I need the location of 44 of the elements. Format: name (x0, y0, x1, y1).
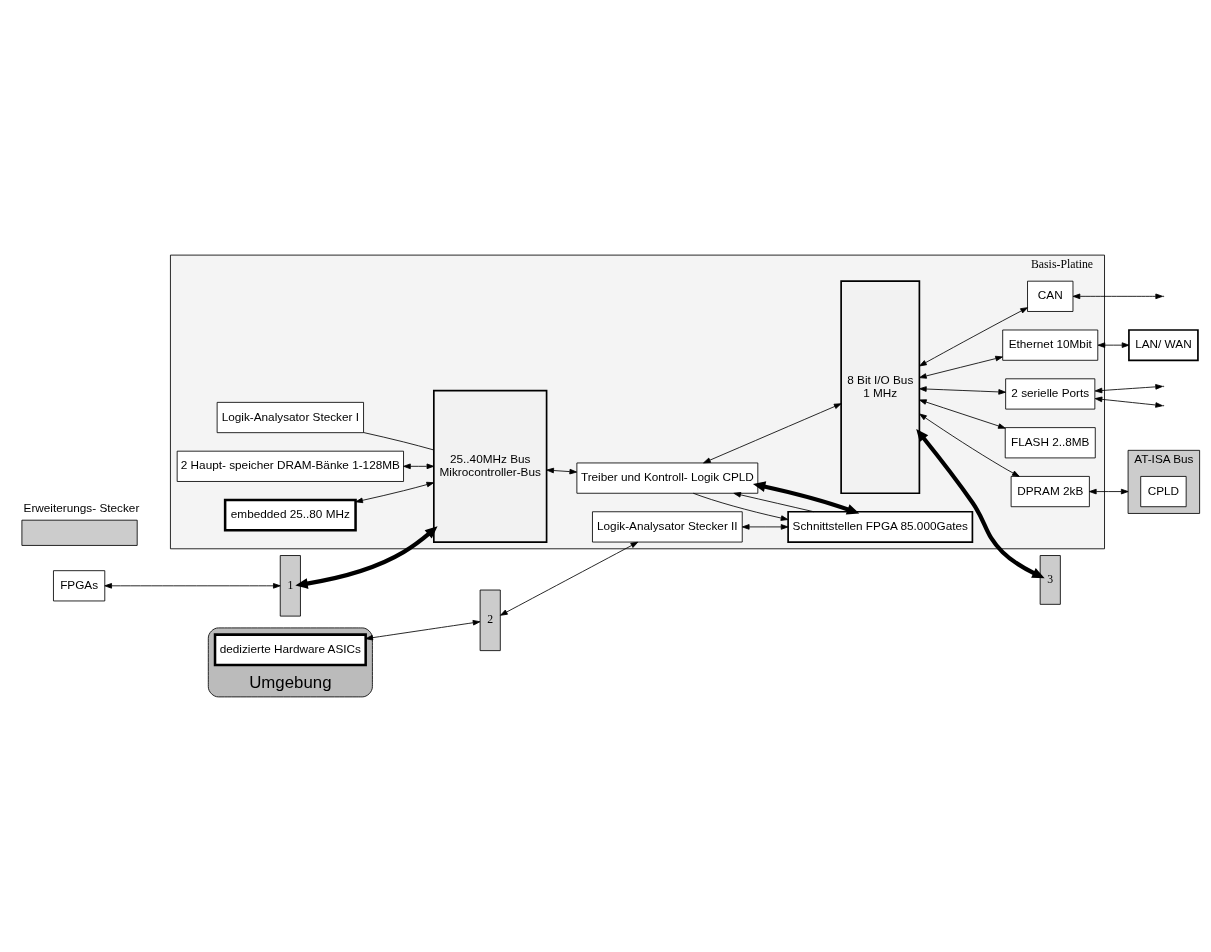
node-box: 2 serielle Ports (1005, 378, 1096, 410)
node-box: Schnittstellen FPGA 85.000Gates (787, 510, 974, 543)
arrow (1089, 488, 1129, 495)
node-box: Logik-Analysator Stecker II (592, 511, 743, 543)
arrow (919, 413, 1020, 477)
arrow (365, 619, 481, 641)
node-box: 3 (1039, 555, 1061, 605)
arrow (752, 481, 860, 515)
node-box: LAN/ WAN (1128, 329, 1199, 362)
node-box: FPGAs (53, 570, 106, 602)
node-box: Treiber und Kontroll- Logik CPLD (576, 462, 759, 494)
node-box: 2 Haupt- speicher DRAM-Bänke 1-128MB (176, 450, 404, 482)
connector (363, 432, 435, 451)
arrow (919, 355, 1003, 379)
arrow (1072, 293, 1163, 300)
node-box: 1 (279, 555, 301, 617)
arrow (703, 403, 842, 464)
arrow (1097, 342, 1130, 348)
node-box: FLASH 2..8MB (1004, 427, 1096, 459)
legend-label: Erweiterungs- Stecker (23, 500, 140, 514)
arrow (916, 428, 1045, 579)
arrow (295, 526, 438, 589)
arrow (741, 524, 789, 530)
arrow (919, 307, 1028, 367)
node-box: CAN (1027, 280, 1074, 312)
arrow (403, 463, 435, 470)
arrow (355, 481, 435, 504)
node-box: 8 Bit I/O Bus 1 MHz (840, 280, 921, 495)
node-box: Logik-Analysator Stecker I (216, 401, 364, 434)
node-box: CPLD (1140, 476, 1187, 508)
node-box: dedizierte Hardware ASICs (213, 633, 367, 667)
node-box: 2 (479, 589, 501, 652)
node-box: embedded 25..80 MHz (223, 498, 357, 532)
arrow (500, 541, 639, 616)
node-box: Ethernet 10Mbit (1002, 329, 1099, 361)
arrow (1094, 384, 1163, 394)
arrow (919, 399, 1006, 429)
arrow (104, 583, 281, 589)
arrow (1094, 396, 1163, 408)
node-box: 25..40MHz Bus Mikrocontroller-Bus (433, 389, 548, 543)
node-box: DPRAM 2kB (1010, 476, 1090, 508)
arrow (919, 386, 1006, 395)
arrow (546, 467, 578, 475)
arrow (733, 492, 815, 513)
